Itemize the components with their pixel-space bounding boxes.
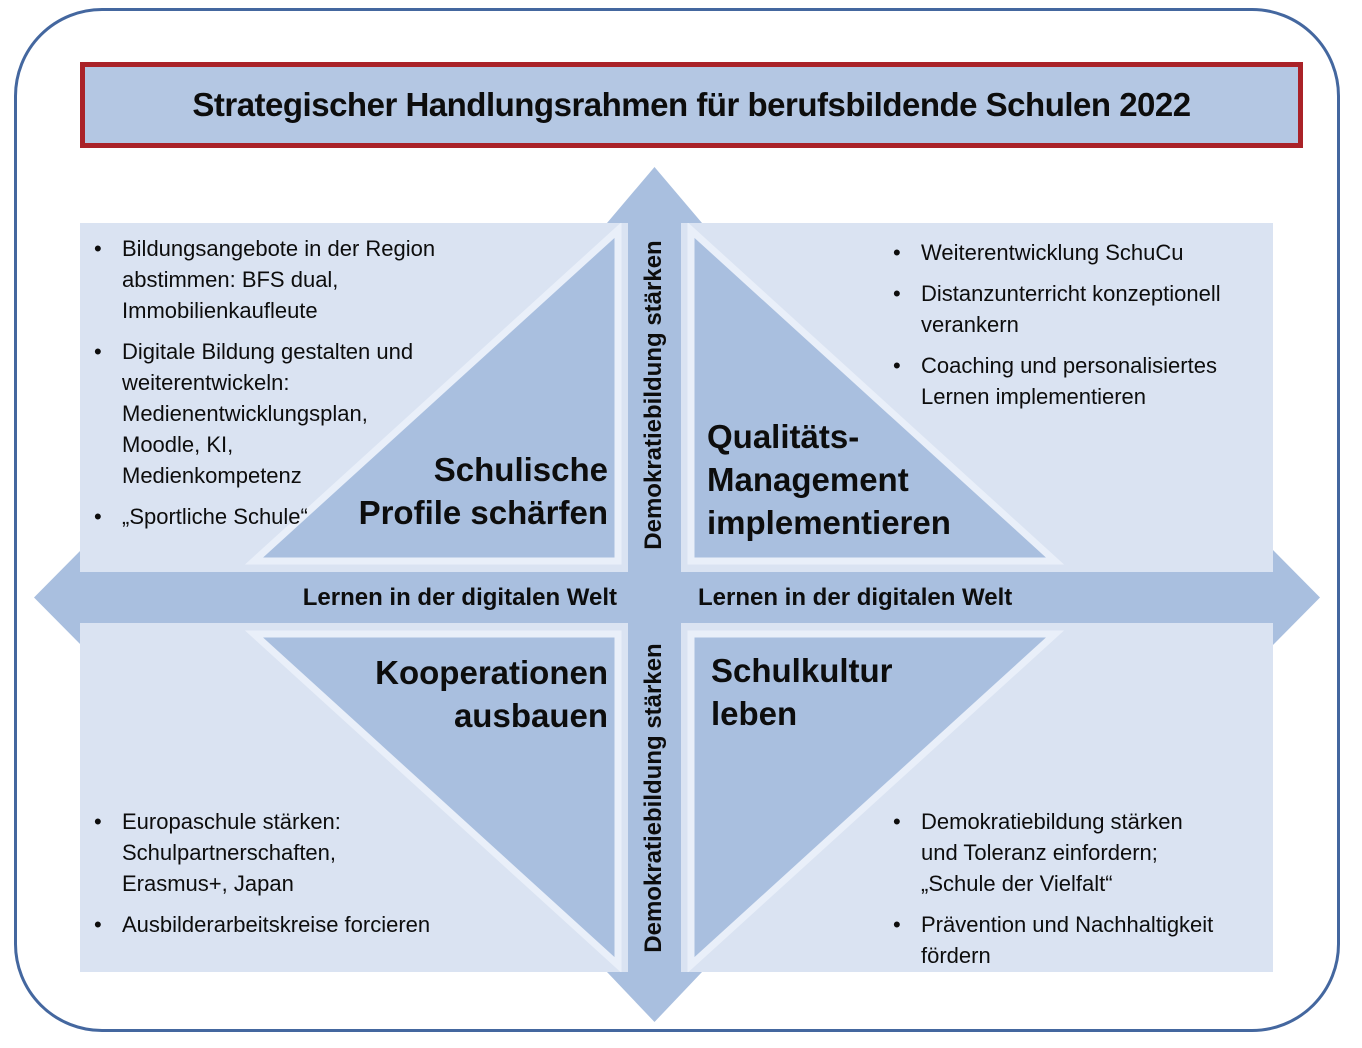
bullet-list: • Demokratiebildung stärken und Toleranz … bbox=[887, 806, 1271, 971]
bullet-text: Distanzunterricht konzeptionell veranker… bbox=[921, 281, 1221, 337]
bullet-item: • Distanzunterricht konzeptionell veranke… bbox=[887, 278, 1271, 340]
bullet-marker: • bbox=[893, 281, 901, 306]
bullet-text: Bildungsangebote in der Region abstimmen… bbox=[122, 236, 436, 323]
bullet-marker: • bbox=[893, 240, 901, 265]
bullet-marker: • bbox=[94, 504, 102, 529]
quadrant-top-right: • Weiterentwicklung SchuCu • Distanzunterri… bbox=[681, 223, 1273, 572]
quadrant-triangle bbox=[687, 223, 1065, 565]
bullet-item: • Weiterentwicklung SchuCu bbox=[887, 237, 1271, 268]
quadrant-top-left: • Bildungsangebote in der Region abstimme… bbox=[80, 223, 628, 572]
bullet-marker: • bbox=[893, 809, 901, 834]
bullet-text: Weiterentwicklung SchuCu bbox=[921, 240, 1184, 265]
bullet-marker: • bbox=[893, 353, 901, 378]
horizontal-arrow-band bbox=[80, 572, 1272, 623]
bullet-list: • Bildungsangebote in der Region abstimme… bbox=[88, 233, 562, 532]
quadrant-bottom-left: • Europaschule stärken: Schulpartnerschaf… bbox=[80, 623, 628, 972]
bullet-item: • Coaching und personalisiertes Lernen im… bbox=[887, 350, 1271, 412]
quadrant-title: Qualitäts- Management implementieren bbox=[707, 418, 951, 541]
bullet-item: • Europaschule stärken: Schulpartnerschaf… bbox=[88, 806, 562, 899]
vertical-axis-label-top: Demokratiebildung stärken bbox=[640, 240, 667, 550]
horizontal-axis-label-left: Lernen in der digitalen Welt bbox=[302, 583, 617, 611]
bullet-item: • „Sportliche Schule“ bbox=[88, 501, 562, 532]
bullet-item: • Demokratiebildung stärken und Toleranz … bbox=[887, 806, 1271, 899]
bullet-item: • Prävention und Nachhaltigkeit fördern bbox=[887, 909, 1271, 971]
bullet-marker: • bbox=[94, 339, 102, 364]
title-banner: Strategischer Handlungsrahmen für berufs… bbox=[80, 62, 1303, 148]
bullet-item: • Digitale Bildung gestalten und weiteren… bbox=[88, 336, 562, 491]
bullet-item: • Ausbilderarbeitskreise forcieren bbox=[88, 909, 562, 940]
quadrant-triangle bbox=[687, 630, 1065, 972]
quadrant-title: Schulische Profile schärfen bbox=[358, 451, 608, 531]
bullet-text: Digitale Bildung gestalten und weiterent… bbox=[122, 339, 414, 488]
quadrant-title: Schulkultur leben bbox=[711, 652, 893, 732]
quadrant-bottom-right: • Demokratiebildung stärken und Toleranz … bbox=[681, 623, 1273, 972]
bullet-marker: • bbox=[893, 912, 901, 937]
quadrant-triangle bbox=[244, 223, 622, 565]
bullet-text: Europaschule stärken: Schulpartnerschaft… bbox=[122, 809, 341, 896]
quadrant-triangle bbox=[244, 630, 622, 972]
bullet-list: • Weiterentwicklung SchuCu • Distanzunterri… bbox=[887, 237, 1271, 412]
horizontal-axis-label-right: Lernen in der digitalen Welt bbox=[698, 583, 1013, 611]
bullet-text: „Sportliche Schule“ bbox=[122, 504, 308, 529]
bullet-text: Demokratiebildung stärken und Toleranz e… bbox=[921, 809, 1183, 896]
bullet-text: Ausbilderarbeitskreise forcieren bbox=[122, 912, 431, 937]
bullet-marker: • bbox=[94, 809, 102, 834]
outer-rounded-frame bbox=[14, 8, 1340, 1032]
bullet-list: • Europaschule stärken: Schulpartnerschaf… bbox=[88, 806, 562, 940]
page-title: Strategischer Handlungsrahmen für berufs… bbox=[192, 86, 1191, 123]
bullet-marker: • bbox=[94, 236, 102, 261]
bullet-text: Prävention und Nachhaltigkeit fördern bbox=[921, 912, 1214, 968]
bullet-text: Coaching und personalisiertes Lernen imp… bbox=[921, 353, 1217, 409]
vertical-axis-label-bottom: Demokratiebildung stärken bbox=[640, 643, 667, 953]
quadrant-title: Kooperationen ausbauen bbox=[375, 654, 608, 734]
bullet-marker: • bbox=[94, 912, 102, 937]
bullet-item: • Bildungsangebote in der Region abstimme… bbox=[88, 233, 562, 326]
